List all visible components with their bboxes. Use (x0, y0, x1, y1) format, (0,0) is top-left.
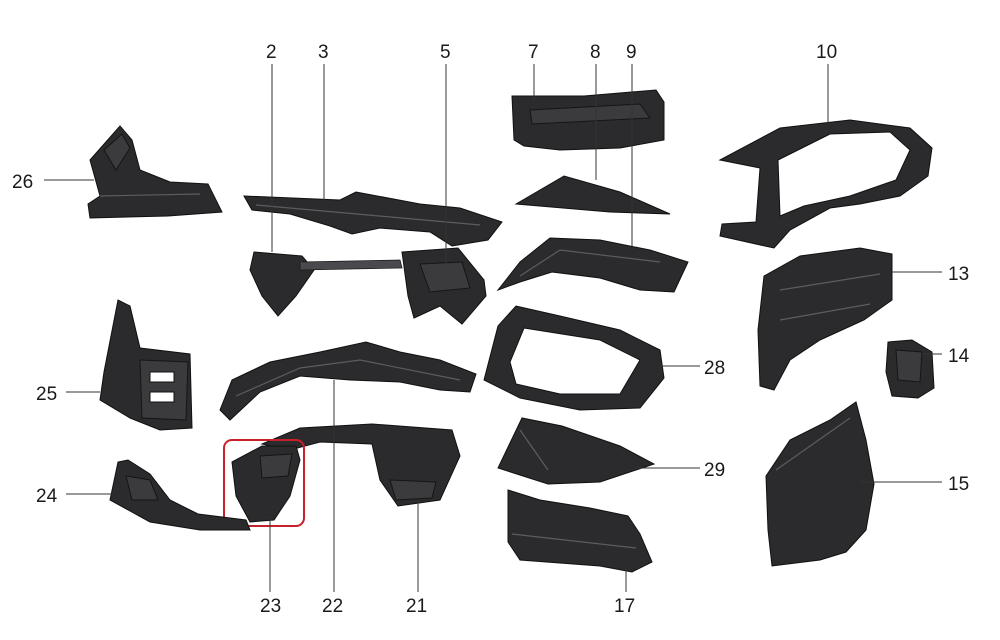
callout-26: 26 (12, 172, 33, 193)
part-23[interactable] (231, 445, 301, 523)
callout-7: 7 (528, 42, 539, 63)
part-23-highlight-box (223, 439, 305, 527)
callout-14: 14 (948, 346, 970, 367)
callout-21: 21 (406, 596, 427, 617)
callout-23: 23 (260, 596, 281, 617)
part-7[interactable] (511, 89, 665, 151)
part-2[interactable] (249, 251, 403, 317)
callout-24: 24 (36, 486, 58, 507)
leader-lines (44, 64, 942, 592)
part-3[interactable] (243, 191, 503, 247)
part-5[interactable] (401, 247, 487, 325)
callout-5: 5 (440, 42, 451, 63)
part-29[interactable] (497, 417, 656, 485)
part-24[interactable] (109, 459, 251, 531)
part-9[interactable] (496, 237, 689, 293)
callout-9: 9 (626, 42, 637, 63)
callout-15: 15 (948, 474, 969, 495)
part-15[interactable] (765, 401, 875, 567)
callout-17: 17 (614, 596, 635, 617)
callout-13: 13 (948, 264, 969, 285)
callout-25: 25 (36, 384, 57, 405)
part-17[interactable] (507, 489, 653, 573)
part-28[interactable] (483, 305, 665, 411)
callout-22: 22 (322, 596, 343, 617)
part-10[interactable] (718, 119, 933, 249)
callout-labels: 2 3 5 7 8 9 10 26 13 14 28 25 29 15 24 2… (12, 42, 970, 617)
part-8[interactable] (514, 175, 671, 215)
callout-29: 29 (704, 460, 725, 481)
part-14[interactable] (885, 339, 935, 399)
part-22[interactable] (219, 341, 477, 421)
callout-10: 10 (816, 42, 837, 63)
part-25[interactable] (99, 299, 193, 431)
part-21[interactable] (260, 423, 461, 507)
callout-8: 8 (590, 42, 601, 63)
callout-2: 2 (266, 42, 277, 63)
callout-3: 3 (318, 42, 329, 63)
part-13[interactable] (757, 247, 893, 391)
part-26[interactable] (87, 125, 223, 219)
callout-28: 28 (704, 358, 725, 379)
